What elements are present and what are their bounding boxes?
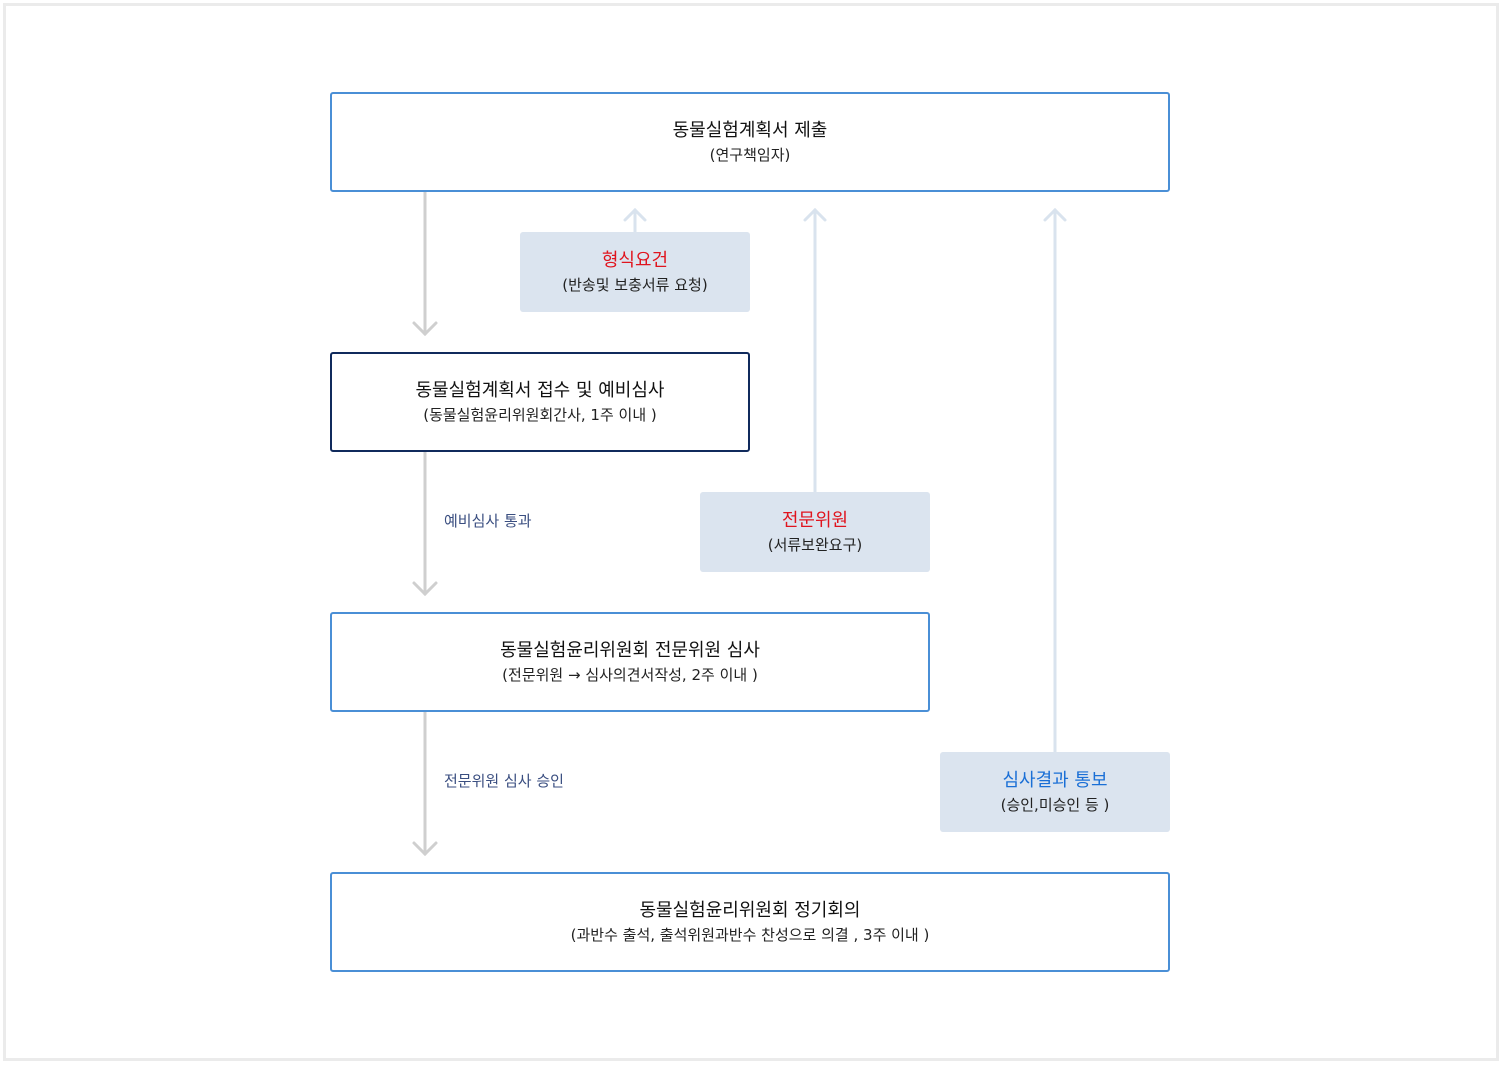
edge-label-pre-review-pass: 예비심사 통과 <box>444 512 532 530</box>
note-expert-title: 전문위원 <box>781 510 849 531</box>
node-expert-review-title: 동물실험윤리위원회 전문위원 심사 <box>500 640 760 661</box>
node-expert-review-sub: (전문위원 → 심사의견서작성, 2주 이내 ) <box>502 666 758 684</box>
note-formal-sub: (반송및 보충서류 요청) <box>562 276 708 294</box>
down-arrow-receive-to-review <box>412 450 438 597</box>
down-arrow-review-to-meeting <box>412 710 438 857</box>
note-expert: 전문위원 (서류보완요구) <box>700 492 930 572</box>
up-arrow-formal-to-submit <box>623 207 647 234</box>
edge-label-expert-approval: 전문위원 심사 승인 <box>444 772 564 790</box>
node-meeting: 동물실험윤리위원회 정기회의 (과반수 출석, 출석위원과반수 찬성으로 의결 … <box>330 872 1170 972</box>
node-submit-title: 동물실험계획서 제출 <box>672 120 828 141</box>
node-meeting-title: 동물실험윤리위원회 정기회의 <box>639 900 861 921</box>
node-submit: 동물실험계획서 제출 (연구책임자) <box>330 92 1170 192</box>
note-formal: 형식요건 (반송및 보충서류 요청) <box>520 232 750 312</box>
node-receive: 동물실험계획서 접수 및 예비심사 (동물실험윤리위원회간사, 1주 이내 ) <box>330 352 750 452</box>
node-receive-sub: (동물실험윤리위원회간사, 1주 이내 ) <box>423 406 657 424</box>
up-arrow-expert-to-submit <box>803 207 827 494</box>
node-receive-title: 동물실험계획서 접수 및 예비심사 <box>415 380 665 401</box>
node-meeting-sub: (과반수 출석, 출석위원과반수 찬성으로 의결 , 3주 이내 ) <box>570 926 930 944</box>
note-expert-sub: (서류보완요구) <box>767 536 863 554</box>
node-submit-sub: (연구책임자) <box>709 146 791 164</box>
node-expert-review: 동물실험윤리위원회 전문위원 심사 (전문위원 → 심사의견서작성, 2주 이내… <box>330 612 930 712</box>
note-formal-title: 형식요건 <box>601 250 669 271</box>
up-arrow-result-to-submit <box>1043 207 1067 754</box>
note-result-title: 심사결과 통보 <box>1002 770 1108 791</box>
down-arrow-submit-to-receive <box>412 190 438 337</box>
note-result-sub: (승인,미승인 등 ) <box>1000 796 1110 814</box>
note-result: 심사결과 통보 (승인,미승인 등 ) <box>940 752 1170 832</box>
